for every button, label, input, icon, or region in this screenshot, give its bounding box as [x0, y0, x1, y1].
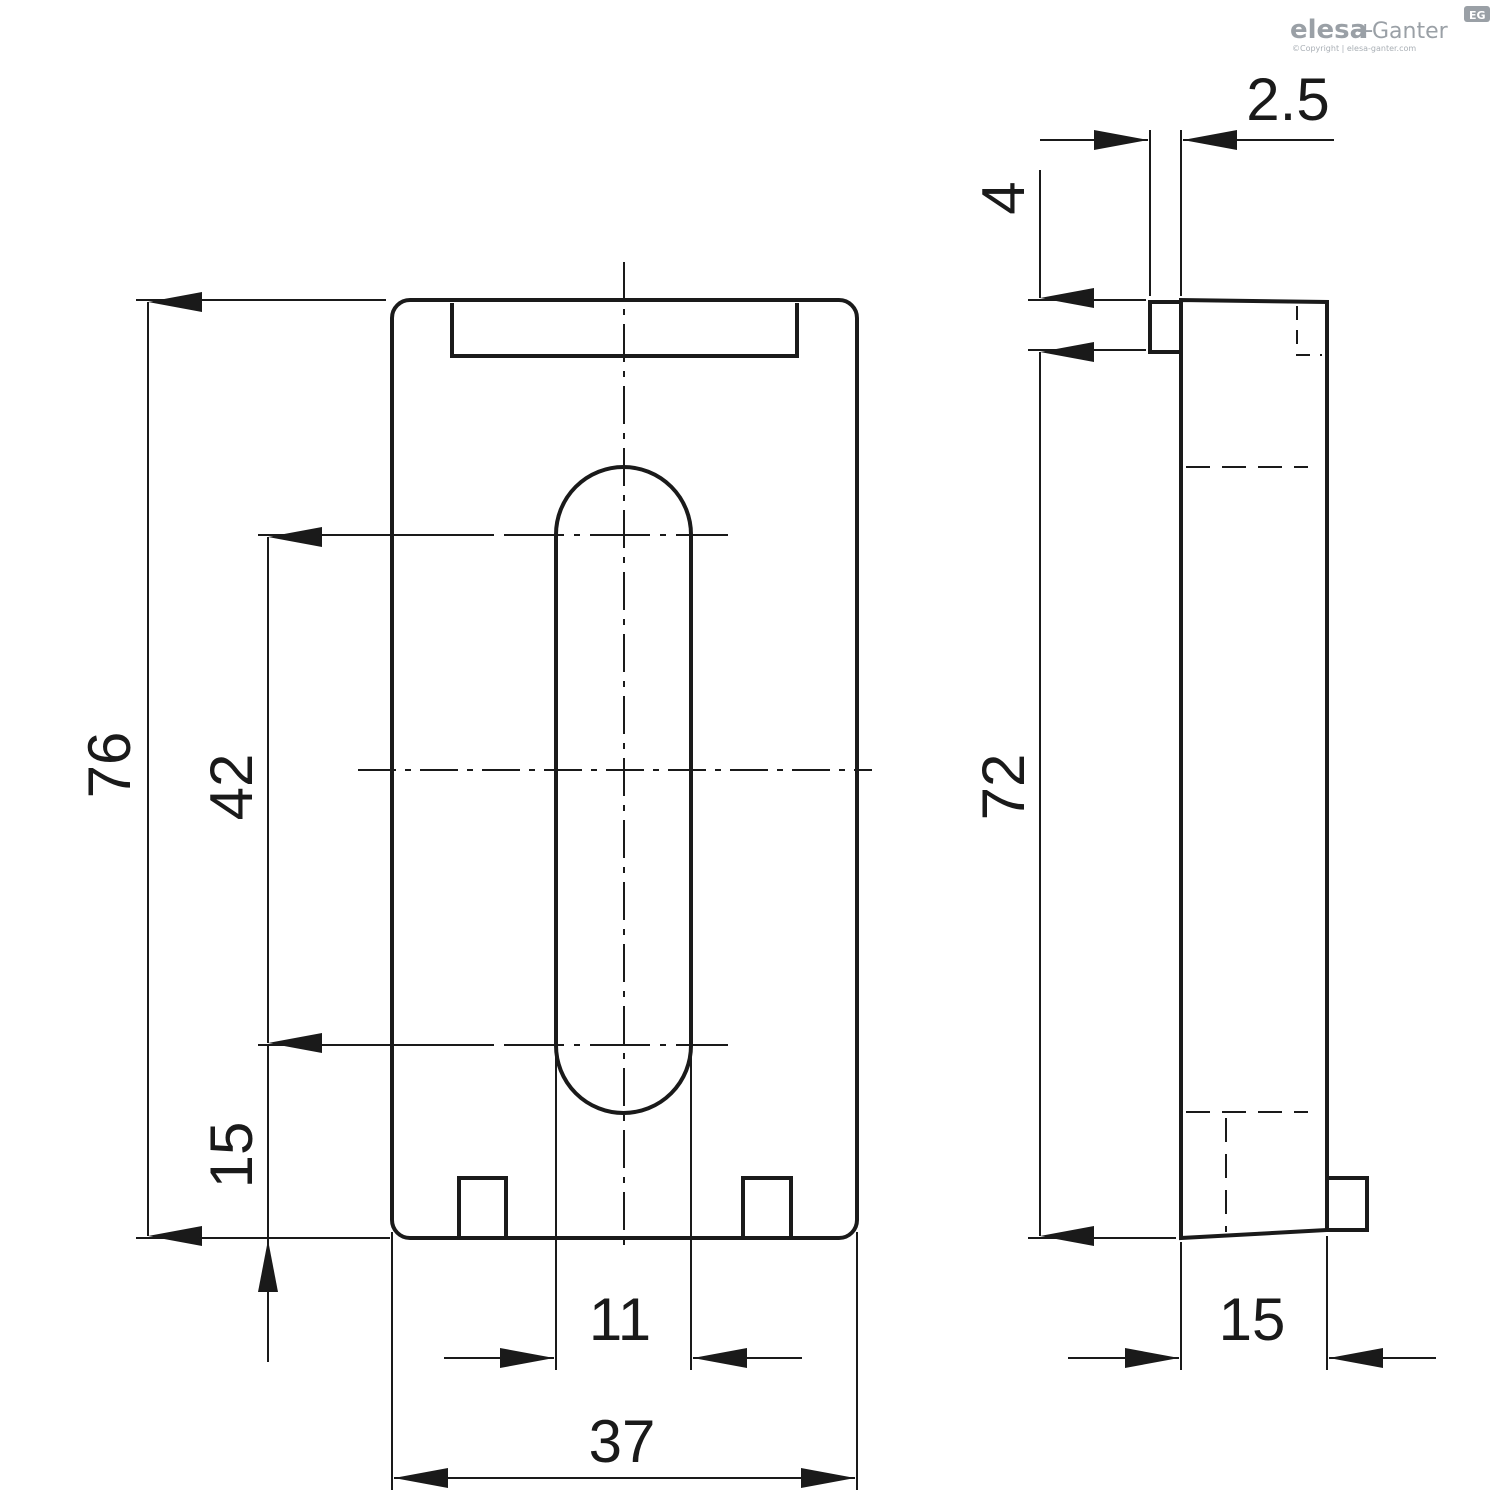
hidden-line-recess [1296, 306, 1322, 356]
dim-15-arrow [258, 1240, 278, 1292]
dim-11-label: 11 [589, 1286, 651, 1353]
dim-15-left-label: 15 [198, 1122, 265, 1189]
dim-15-depth-label: 15 [1219, 1286, 1286, 1353]
brand-logo: elesa + Ganter ©Copyright | elesa-ganter… [1290, 6, 1490, 53]
left-foot [457, 1176, 508, 1238]
right-foot [741, 1176, 793, 1238]
dim-2-5-label: 2.5 [1246, 66, 1329, 133]
dim-76-label: 76 [76, 732, 143, 799]
dim-37-label: 37 [589, 1408, 656, 1475]
dim-42-label: 42 [198, 754, 265, 821]
side-body-outline [1179, 297, 1329, 1241]
bottom-foot [1327, 1176, 1369, 1232]
logo-plus-text: + [1356, 19, 1374, 44]
top-lip [1148, 300, 1181, 354]
logo-name-text: Ganter [1372, 19, 1449, 44]
logo-copyright-text: ©Copyright | elesa-ganter.com [1292, 44, 1416, 53]
dim-4-label: 4 [970, 181, 1037, 214]
front-view [136, 262, 872, 1490]
dim-72-label: 72 [970, 754, 1037, 821]
side-dimensions [1039, 130, 1436, 1368]
front-dimensions [147, 292, 855, 1488]
logo-badge-text: EG [1469, 9, 1486, 22]
logo-badge [1464, 6, 1490, 22]
side-view [1028, 130, 1369, 1370]
logo-brand-text: elesa [1290, 15, 1367, 45]
